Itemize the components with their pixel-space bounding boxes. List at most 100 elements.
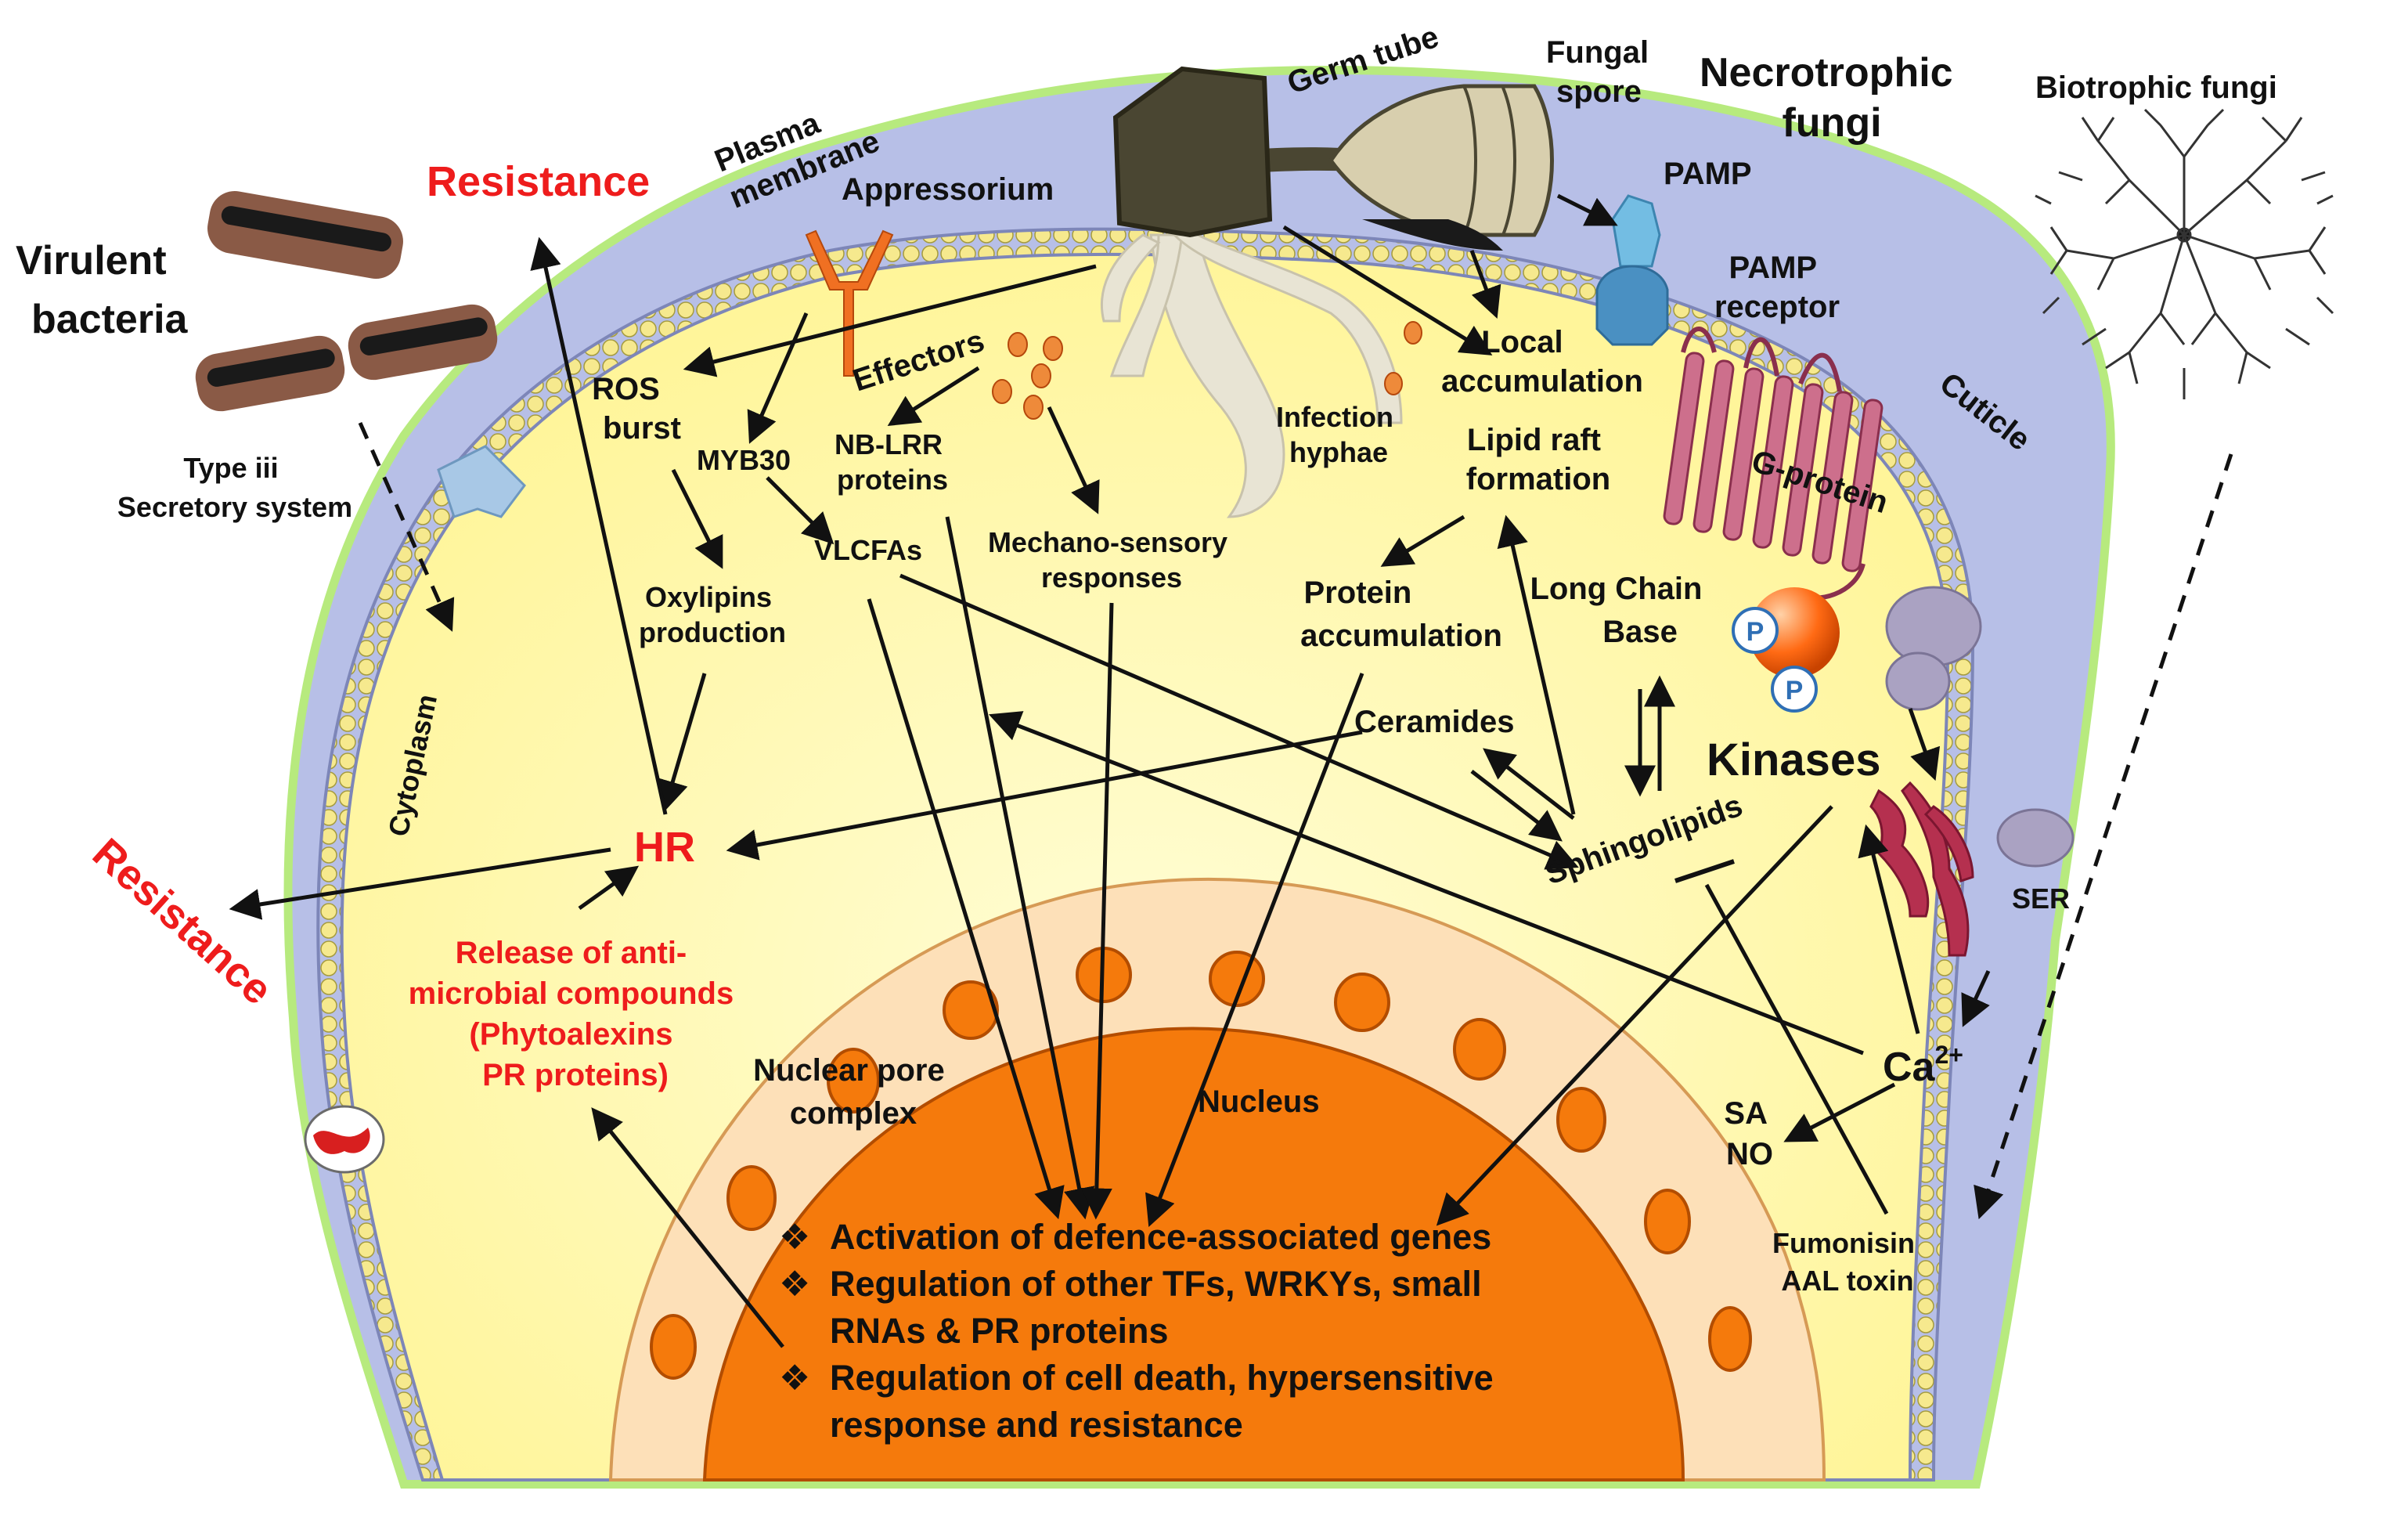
arrow-vlcfas-nucleus: [867, 598, 1065, 1220]
bacteria: [195, 190, 498, 412]
biotrophic-mycelium: [2035, 108, 2334, 399]
arrow-effectors-nblrr: [887, 366, 980, 427]
arrow-ca-sano: [1783, 1082, 1896, 1142]
arrow-lipid-protein: [1380, 514, 1465, 567]
arrow-hr-resistance-top: [530, 236, 668, 815]
infection-hyphae-label: Infection hyphae: [1276, 401, 1401, 468]
appressorium-label: Appressorium: [842, 172, 1054, 207]
release-label: Release of anti- microbial compounds (Ph…: [409, 936, 743, 1092]
type3-secretory-label: Type iii Secretory system: [117, 452, 352, 523]
outcome-2: Regulation of other TFs, WRKYs, small: [830, 1264, 1482, 1304]
appressorium-shape: [1112, 66, 1273, 238]
local-accumulation-label: Local accumulation: [1441, 325, 1643, 399]
arrow-vlcfas-sphingolipids: [899, 573, 1579, 870]
outcome-1: Activation of defence-associated genes: [830, 1217, 1491, 1257]
nuclear-pore-label: Nuclear pore complex: [753, 1053, 953, 1131]
ser-vesicle: [1996, 808, 2075, 868]
virulent-bacteria-label: Virulent bacteria: [16, 238, 189, 342]
ser-label: SER: [2012, 882, 2070, 915]
bullet-icon-2: ❖: [779, 1264, 810, 1304]
outcome-3-cont: response and resistance: [830, 1405, 1243, 1445]
arrow-ca-kinases: [1858, 824, 1920, 1034]
arrow-appressorium-myb30: [747, 312, 809, 444]
hr-label: HR: [634, 824, 695, 871]
fungal-spore-shape: [1328, 84, 1554, 251]
pamp-receptor-shape: [1595, 265, 1669, 346]
nucleus-group: [608, 877, 1826, 1481]
fungus: [1100, 66, 1554, 518]
phospho-label-1: P: [1747, 617, 1765, 647]
nuclear-pores: [650, 947, 1752, 1380]
arrow-sphingolipids-ceramides: [1483, 748, 1575, 820]
phospho-badge-2: [1771, 666, 1818, 713]
arrow-ser-ca: [1961, 969, 1991, 1027]
pamp-receptor-label: PAMP receptor: [1714, 251, 1840, 324]
resistance-left-label: Resistance: [84, 829, 281, 1013]
protein-accumulation-label: Protein accumulation: [1300, 576, 1502, 653]
phospho-badge-1: [1732, 607, 1779, 654]
infection-hyphae-shape: [1100, 233, 1403, 518]
long-chain-base-label: Long Chain Base: [1530, 572, 1710, 649]
nb-lrr-label: NB-LRR proteins: [835, 428, 950, 496]
pamp-label: PAMP: [1664, 157, 1752, 191]
nucleus-label: Nucleus: [1198, 1085, 1320, 1119]
pamp-shape: [1611, 194, 1661, 268]
g-protein-receptor-shape: [1663, 327, 1884, 601]
ceramides-label: Ceramides: [1354, 705, 1515, 739]
arrow-ceramides-hr: [726, 730, 1363, 861]
arrow-release-hr: [578, 865, 640, 911]
ros-burst-label: ROS burst: [592, 372, 681, 446]
inhibition-fumonisin-sphingolipids: [1704, 883, 1889, 1215]
oxylipins-label: Oxylipins production: [639, 581, 786, 648]
kinases-label: Kinases: [1707, 734, 1880, 785]
arrow-appressorium-local: [1282, 225, 1493, 355]
nucleus-body: [702, 1027, 1685, 1481]
sa-no-label: SA NO: [1724, 1096, 1775, 1171]
fungal-spore-label: Fungal spore: [1546, 35, 1657, 109]
outcome-3: Regulation of cell death, hypersensitive: [830, 1358, 1494, 1398]
arrows: [229, 193, 2233, 1348]
dashed-biotroph-fumonisin: [1974, 453, 2233, 1220]
bullet-icon-3: ❖: [779, 1358, 810, 1398]
bacterium-1: [207, 190, 403, 280]
phospho-label-2: P: [1786, 676, 1804, 706]
arrow-ros-oxylipins: [671, 468, 723, 569]
arrow-effectors-mechano: [1047, 406, 1100, 514]
nuclear-outcomes-list: ❖ Activation of defence-associated genes…: [779, 1217, 1494, 1445]
effector-dots: [992, 321, 1422, 420]
biotrophic-fungi-label: Biotrophic fungi: [2035, 70, 2277, 105]
arrow-kinases-nucleus: [1436, 805, 1833, 1226]
bacterium-2: [195, 304, 498, 412]
arrow-protein-nucleus: [1145, 673, 1364, 1227]
vlcfas-label: VLCFAs: [814, 534, 922, 566]
membrane-transporter: [437, 445, 526, 518]
necrotrophic-fungi-label: Necrotrophic fungi: [1700, 50, 1964, 146]
arrow-nblrr-nucleus: [945, 516, 1095, 1220]
fumonisin-label: Fumonisin AAL toxin: [1772, 1227, 1923, 1297]
bullet-icon-1: ❖: [779, 1217, 810, 1257]
arrow-mechano-nucleus: [1080, 602, 1114, 1220]
resistance-top-label: Resistance: [427, 158, 650, 205]
outcome-2-cont: RNAs & PR proteins: [830, 1311, 1169, 1351]
g-protein-complex-shape: P P: [1732, 586, 1982, 713]
myb30-label: MYB30: [697, 444, 791, 476]
mechano-sensory-label: Mechano-sensory responses: [988, 526, 1235, 594]
arrow-ceramides-sphingolipids: [1470, 770, 1563, 842]
lipid-raft-label: Lipid raft formation: [1466, 423, 1610, 496]
arrow-oxylipins-hr: [657, 673, 707, 813]
arrow-spore-pamp: [1556, 193, 1618, 226]
arrow-sphingolipids-lipidraft: [1497, 514, 1576, 815]
arrow-hr-resistance-left: [229, 847, 611, 920]
effector-receptor-shape: [805, 229, 894, 377]
membrane-channel: [304, 1105, 385, 1174]
arrow-myb30-vlcfas: [766, 476, 835, 545]
arrow-gprotein-ser: [1908, 708, 1941, 781]
arrow-ca-ceramide-direction: [989, 711, 1864, 1056]
arrow-appressorium-ros: [683, 264, 1097, 377]
inhibition-bar: [1674, 859, 1735, 883]
ca-label: Ca2+: [1883, 1041, 1963, 1090]
arrow-spore-local: [1469, 250, 1501, 319]
arrow-nucleus-release: [591, 1107, 784, 1348]
dashed-bacteria-cytoplasm: [358, 421, 455, 632]
